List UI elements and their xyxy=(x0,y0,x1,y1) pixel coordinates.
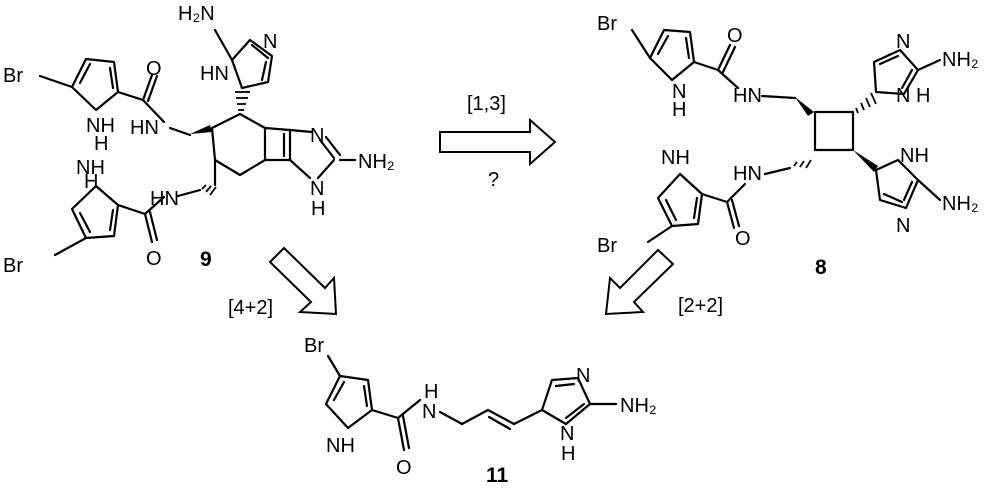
c9-im-right-nh2: NH₂ xyxy=(358,151,395,173)
c8-h-top: H xyxy=(672,99,686,121)
compound-8: Br O N H HN Br O NH HN xyxy=(597,13,979,279)
forward-label-top: [1,3] xyxy=(467,93,506,115)
c8-im-bot-nh: NH xyxy=(900,145,929,167)
c11-imidazole xyxy=(540,376,618,426)
c9-h-top: H xyxy=(94,133,108,155)
c9-core-ring xyxy=(210,112,292,187)
c8-nh-bottom: NH xyxy=(661,147,690,169)
c11-label: 11 xyxy=(486,464,509,487)
c9-br-top: Br xyxy=(3,65,23,87)
c9-nh-bottom: NH xyxy=(76,157,105,179)
c8-br-bottom: Br xyxy=(597,235,617,257)
arrow-2plus2[interactable] xyxy=(604,248,675,316)
forward-label-bottom: ? xyxy=(488,169,499,191)
c8-amide-top: HN xyxy=(733,85,762,107)
c11-im-n: N xyxy=(576,365,590,387)
c9-o-top: O xyxy=(146,58,162,80)
c9-im-right-h: H xyxy=(311,198,325,220)
forward-arrow[interactable] xyxy=(439,117,557,167)
c9-h-bottom: H xyxy=(84,171,98,193)
c8-n-top: N xyxy=(672,81,686,103)
c9-right-imidazole xyxy=(288,128,357,180)
c9-top-pyrrole xyxy=(38,57,166,124)
c8-bottom-pyrrole xyxy=(646,172,747,244)
c11-im-n2: N xyxy=(560,423,574,445)
label-4plus2: [4+2] xyxy=(228,297,273,319)
c11-br: Br xyxy=(304,335,324,357)
c9-amide-top: HN xyxy=(130,117,159,139)
c8-o-bottom: O xyxy=(735,228,751,250)
c11-amide-h: H xyxy=(424,381,438,403)
c11-allyl-chain xyxy=(438,408,544,431)
c8-im-top-n: N xyxy=(896,31,910,53)
c8-im-top-h: H xyxy=(916,85,930,107)
c9-im-right-n: N xyxy=(310,125,324,147)
arrow-4plus2[interactable] xyxy=(268,246,338,316)
c9-im-top-n: N xyxy=(263,31,277,53)
c11-im-h: H xyxy=(561,443,575,465)
c8-top-pyrrole xyxy=(630,28,740,90)
compound-9: Br O NH H HN Br O NH H HN xyxy=(3,3,395,277)
c8-br-top: Br xyxy=(597,13,617,35)
label-2plus2: [2+2] xyxy=(678,295,723,317)
c9-bottom-pyrrole xyxy=(53,184,166,257)
compound-11: Br NH O N H N NH₂ N H 11 xyxy=(304,335,657,487)
c8-amide-bottom: HN xyxy=(733,163,762,185)
c9-im-right-n2: N xyxy=(310,178,324,200)
c8-im-top-n2: N xyxy=(896,85,910,107)
c8-im-bot-n: N xyxy=(896,215,910,237)
c11-im-nh2: NH₂ xyxy=(620,395,657,417)
c9-br-bottom: Br xyxy=(3,255,23,277)
c8-im-top-nh2: NH₂ xyxy=(942,49,979,71)
c11-nh: NH xyxy=(326,435,355,457)
c11-o: O xyxy=(396,457,412,479)
c9-o-bottom: O xyxy=(146,248,162,270)
c8-label: 8 xyxy=(815,256,827,279)
c8-cyclobutane xyxy=(813,110,855,152)
c11-pyrrole xyxy=(324,354,422,452)
c9-im-top-hn: HN xyxy=(200,63,229,85)
c8-im-bot-nh2: NH₂ xyxy=(942,193,979,215)
c8-o-top: O xyxy=(727,25,743,47)
c9-im-top-nh2: H₂N xyxy=(178,3,215,25)
c9-top-imidazole xyxy=(213,28,274,90)
c9-amide-bottom: HN xyxy=(150,188,179,210)
c8-bottom-imidazole xyxy=(874,158,942,210)
c11-amide-n: N xyxy=(422,401,436,423)
c8-top-imidazole xyxy=(872,48,942,96)
c9-nh-top: NH xyxy=(86,115,115,137)
c9-label: 9 xyxy=(200,248,212,271)
